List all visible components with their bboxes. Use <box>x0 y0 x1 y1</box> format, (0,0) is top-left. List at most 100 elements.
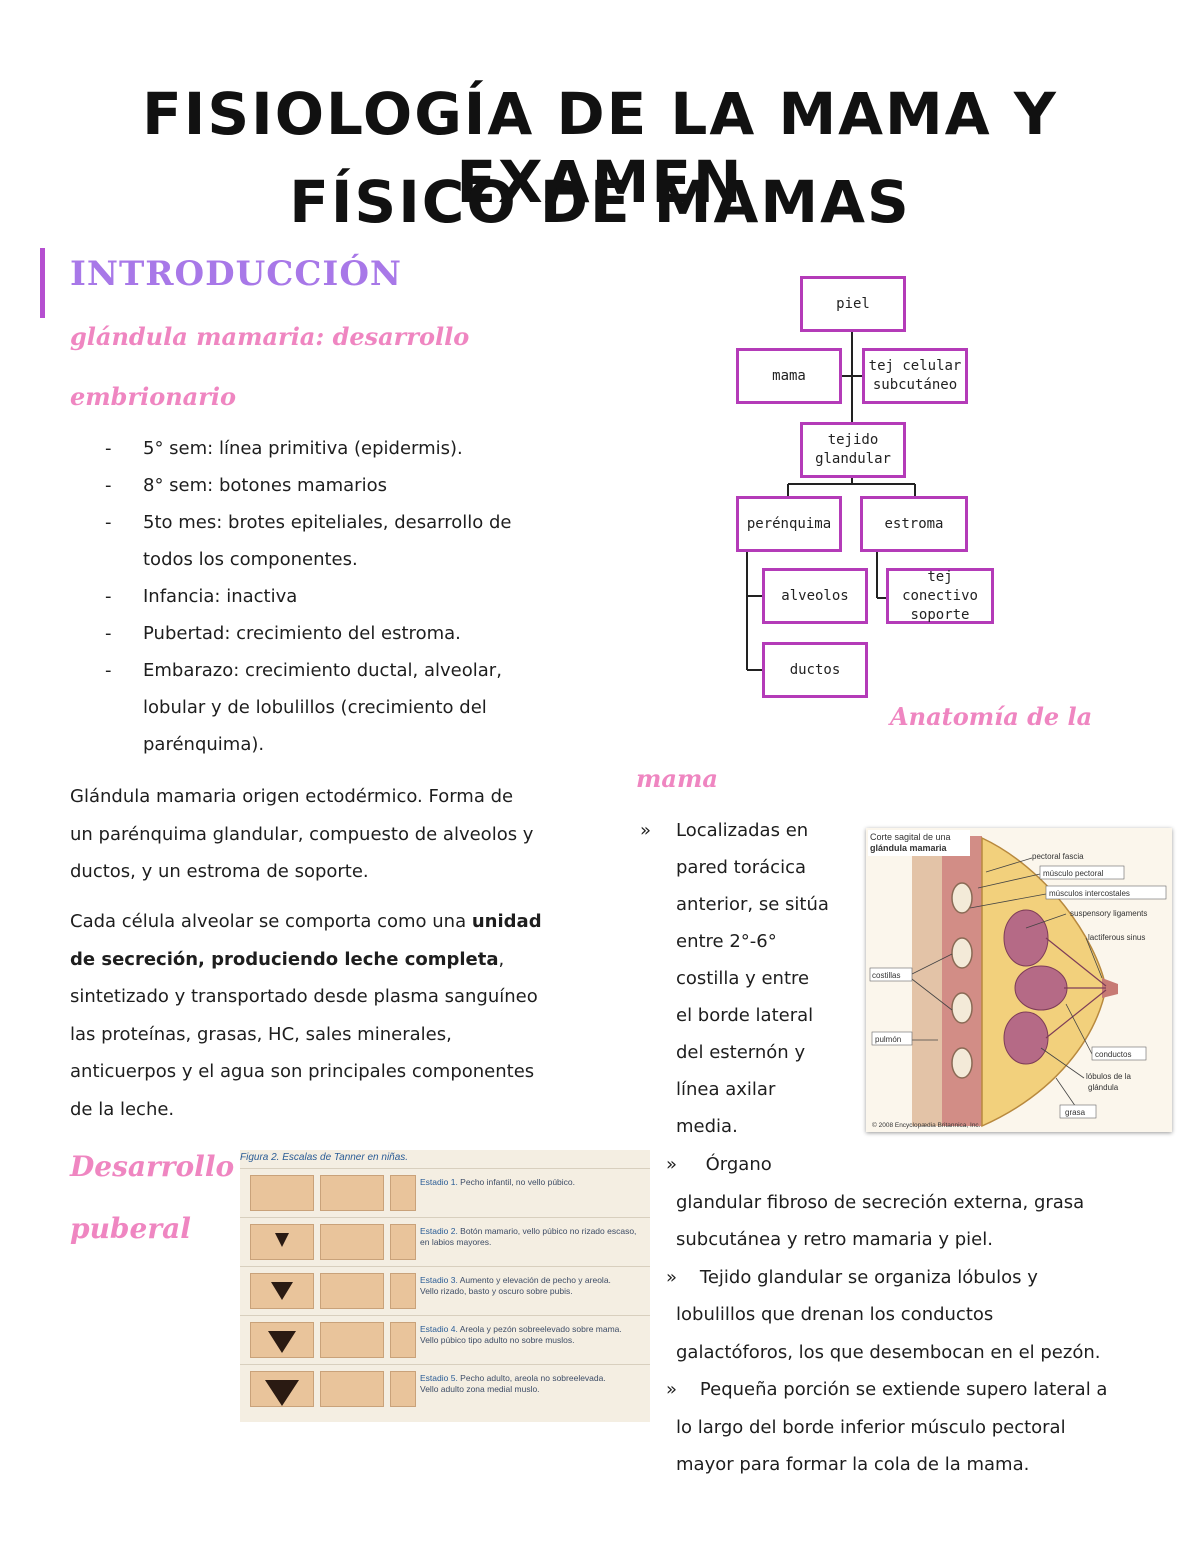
tanner-profile-thumbnail <box>390 1371 416 1407</box>
label-costillas: costillas <box>872 971 900 980</box>
label-musculo-pectoral: músculo pectoral <box>1043 869 1104 878</box>
flow-box-mama: mama <box>736 348 842 404</box>
tanner-hair-shape <box>271 1282 293 1300</box>
tanner-torso-thumbnail <box>320 1371 384 1407</box>
anatomy-heading-2: mama <box>636 764 718 793</box>
flow-box-ductos: ductos <box>762 642 868 698</box>
paragraph-line: Glándula mamaria origen ectodérmico. For… <box>70 786 514 807</box>
label-grasa: grasa <box>1065 1108 1086 1117</box>
tanner-stage-description: Pecho infantil, no vello púbico. <box>460 1177 575 1187</box>
anatomy-heading-1: Anatomía de la <box>890 702 1093 731</box>
list-item: 5to mes: brotes epiteliales, desarrollo … <box>105 504 585 541</box>
tanner-stage-description: Aumento y elevación de pecho y areola. <box>459 1275 611 1285</box>
tanner-hair-shape <box>275 1233 289 1247</box>
tanner-hair-shape <box>265 1380 299 1406</box>
tanner-stage-description: Pecho adulto, areola no sobreelevada. <box>460 1373 606 1383</box>
anatomy-bullets-rest: » Órgano glandular fibroso de secreción … <box>666 1146 1166 1484</box>
paragraph-line: un parénquima glandular, compuesto de al… <box>70 823 534 845</box>
bullet-line: mayor para formar la cola de la mama. <box>676 1454 1030 1475</box>
bullet-line: subcutánea y retro mamaria y piel. <box>676 1229 993 1250</box>
tanner-stage-row: Estadio 1. Pecho infantil, no vello púbi… <box>240 1168 650 1216</box>
flow-box-alveolos: alveolos <box>762 568 868 624</box>
bullet-line: Localizadas en <box>676 820 809 841</box>
bullet-line: galactóforos, los que desembocan en el p… <box>676 1341 1101 1363</box>
bullet-line: del esternón y <box>676 1042 806 1063</box>
bullet-line: el borde lateral <box>676 1005 814 1026</box>
breast-illustration: Corte sagital de una glándula mamaria pe… <box>866 828 1172 1132</box>
embryo-list: 5° sem: línea primitiva (epidermis). 8° … <box>105 430 585 763</box>
tanner-stage-row: Estadio 5. Pecho adulto, areola no sobre… <box>240 1364 650 1412</box>
bullet-line: costilla y entre <box>676 968 810 989</box>
paragraph-line: anticuerpos y el agua son principales co… <box>70 1061 535 1082</box>
tanner-stage-row: Estadio 2. Botón mamario, vello púbico n… <box>240 1217 650 1265</box>
bullet-line: » Tejido glandular se organiza lóbulos y <box>666 1266 1038 1288</box>
bullet-line: anterior, se sitúa <box>676 894 829 915</box>
list-item: Pubertad: crecimiento del estroma. <box>105 615 585 652</box>
list-item: Embarazo: crecimiento ductal, alveolar, <box>105 652 585 689</box>
tanner-stage-text: Estadio 3. Aumento y elevación de pecho … <box>420 1275 646 1297</box>
tanner-torso-thumbnail <box>320 1175 384 1211</box>
tanner-hair-shape <box>268 1331 296 1353</box>
bullet-line: lobulillos que drenan los conductos <box>676 1304 994 1325</box>
list-item-continuation: lobular y de lobulillos (crecimiento del <box>143 697 487 718</box>
tanner-stage-row: Estadio 3. Aumento y elevación de pecho … <box>240 1266 650 1314</box>
figure-caption-line-1: Corte sagital de una <box>870 832 951 842</box>
label-musculos-intercostales: músculos intercostales <box>1049 889 1130 898</box>
list-item: Infancia: inactiva <box>105 578 585 615</box>
secretion-paragraph: Cada célula alveolar se comporta como un… <box>70 903 610 1128</box>
breast-sagittal-figure: Corte sagital de una glándula mamaria pe… <box>866 828 1172 1132</box>
tanner-pubic-thumbnail <box>250 1322 314 1358</box>
bullet-mark: » <box>640 820 652 841</box>
tanner-torso-thumbnail <box>320 1322 384 1358</box>
label-lobulos-2: glándula <box>1088 1083 1119 1092</box>
tanner-stage-description: Vello púbico tipo adulto no sobre muslos… <box>420 1335 575 1345</box>
list-item-continuation: parénquima). <box>143 734 265 755</box>
bullet-line: pared torácica <box>676 857 807 878</box>
tanner-stage-description: Vello rizado, basto y oscuro sobre pubis… <box>420 1286 573 1296</box>
paragraph-line: de secreción, produciendo leche completa… <box>70 948 505 970</box>
label-lobulos-1: lóbulos de la <box>1086 1072 1131 1081</box>
tanner-profile-thumbnail <box>390 1224 416 1260</box>
page-title-line-2: FÍSICO DE MAMAS <box>289 168 911 236</box>
tanner-stage-label: Estadio 2. <box>420 1226 461 1236</box>
tanner-stage-label: Estadio 3. <box>420 1275 460 1285</box>
paragraph-line: ductos, y un estroma de soporte. <box>70 861 369 882</box>
paragraph-line: sintetizado y transportado desde plasma … <box>70 986 538 1007</box>
tanner-torso-thumbnail <box>320 1224 384 1260</box>
bullet-line: lo largo del borde inferior músculo pect… <box>676 1416 1066 1438</box>
tanner-scale-figure: Figura 2. Escalas de Tanner en niñas. Es… <box>240 1150 650 1422</box>
figure-copyright: © 2008 Encyclopædia Britannica, Inc. <box>872 1121 981 1129</box>
paragraph-line: las proteínas, grasas, HC, sales mineral… <box>70 1023 452 1045</box>
bullet-line: » Órgano <box>666 1154 772 1175</box>
tanner-pubic-thumbnail <box>250 1224 314 1260</box>
label-pulmon: pulmón <box>875 1035 901 1044</box>
label-suspensory-ligaments: suspensory ligaments <box>1070 909 1147 918</box>
puberal-heading-1: Desarrollo <box>70 1150 235 1183</box>
bullet-line: entre 2°-6° <box>676 931 777 952</box>
tanner-caption: Figura 2. Escalas de Tanner en niñas. <box>240 1152 409 1163</box>
anatomy-bullet-location: » Localizadas en pared torácica anterior… <box>640 812 860 1145</box>
flow-box-parenquima: perénquima <box>736 496 842 552</box>
label-lactiferous-sinus: lactiferous sinus <box>1088 933 1145 942</box>
list-item: 8° sem: botones mamarios <box>105 467 585 504</box>
bullet-line: glandular fibroso de secreción externa, … <box>676 1191 1085 1213</box>
flow-box-estroma: estroma <box>860 496 968 552</box>
puberal-heading-2: puberal <box>70 1212 191 1245</box>
bullet-line: línea axilar <box>676 1079 776 1100</box>
tanner-stage-description: Vello adulto zona medial muslo. <box>420 1384 540 1394</box>
tanner-stage-label: Estadio 1. <box>420 1177 461 1187</box>
embryo-subheading-1: glándula mamaria: desarrollo <box>70 322 470 351</box>
list-item-continuation: todos los componentes. <box>143 549 358 570</box>
intro-heading: INTRODUCCIÓN <box>70 254 403 294</box>
tanner-stage-description: Areola y pezón sobreelevado sobre mama. <box>459 1324 622 1334</box>
section-accent-bar <box>40 248 45 318</box>
tanner-stage-description: en labios mayores. <box>420 1237 492 1247</box>
tanner-torso-thumbnail <box>320 1273 384 1309</box>
tanner-pubic-thumbnail <box>250 1273 314 1309</box>
paragraph-line: de la leche. <box>70 1098 175 1120</box>
tanner-profile-thumbnail <box>390 1322 416 1358</box>
tanner-stage-text: Estadio 2. Botón mamario, vello púbico n… <box>420 1226 646 1248</box>
